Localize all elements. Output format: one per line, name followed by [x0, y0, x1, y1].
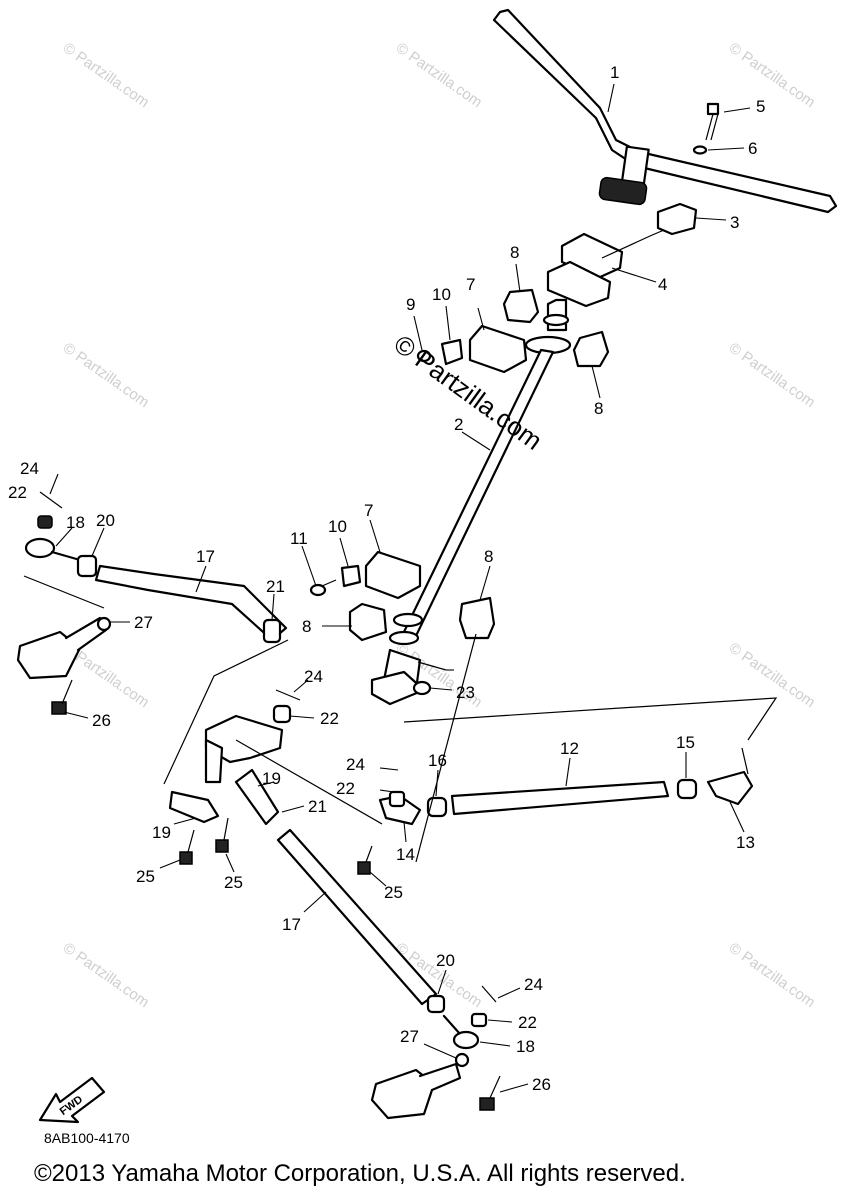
- callout: 27: [134, 613, 153, 632]
- callout: 18: [66, 513, 85, 532]
- callout: 10: [432, 285, 451, 304]
- callout: 12: [560, 739, 579, 758]
- handlebar-bolt: [705, 102, 720, 141]
- callout: 17: [282, 915, 301, 934]
- handlebar-holder: [656, 202, 698, 236]
- cotter-pin: [417, 661, 447, 671]
- callout: 8: [302, 617, 311, 636]
- callout-numbers: 1 2 3 4 5 6 7 7 8 8 8 8 9 10 10 11 12 13…: [8, 63, 765, 1094]
- callout: 14: [396, 845, 415, 864]
- leader-lines: [49, 83, 751, 1093]
- callout: 19: [262, 769, 281, 788]
- watermark-group: © Partzilla.com © Partzilla.com © Partzi…: [60, 39, 819, 1011]
- callout: 19: [152, 823, 171, 842]
- steering-column: [370, 298, 572, 706]
- callout: 22: [518, 1013, 537, 1032]
- washer: [692, 145, 708, 155]
- callout: 1: [610, 63, 619, 82]
- callout: 24: [304, 667, 323, 686]
- callout: 24: [20, 459, 39, 478]
- watermark: © Partzilla.com: [60, 39, 153, 111]
- knuckle-arm: [370, 1062, 462, 1120]
- callout: 11: [290, 529, 308, 548]
- rod-end: [168, 790, 220, 824]
- bushing: [502, 288, 540, 324]
- collar: [440, 338, 464, 366]
- callout: 25: [384, 883, 403, 902]
- watermark: © Partzilla.com: [393, 39, 486, 111]
- pitman-arm: [204, 689, 301, 784]
- callout: 13: [736, 833, 755, 852]
- knuckle-arm: [16, 616, 112, 680]
- watermark: © Partzilla.com: [726, 39, 819, 111]
- castle-nut: [412, 680, 432, 696]
- copyright-notice: ©2013 Yamaha Motor Corporation, U.S.A. A…: [34, 1160, 686, 1187]
- bolt: [179, 829, 195, 865]
- callout: 20: [436, 951, 455, 970]
- callout: 16: [428, 751, 447, 770]
- callout: 22: [8, 483, 27, 502]
- callout: 24: [524, 975, 543, 994]
- callout: 8: [510, 243, 519, 262]
- bushing: [572, 330, 610, 368]
- callout: 25: [136, 867, 155, 886]
- callout: 15: [676, 733, 695, 752]
- callout: 7: [364, 501, 373, 520]
- callout: 27: [400, 1027, 419, 1046]
- callout: 21: [266, 577, 285, 596]
- fwd-arrow-icon: FWD: [38, 1076, 106, 1124]
- left-tie-rod: [24, 491, 288, 644]
- bolt: [215, 817, 229, 853]
- callout: 5: [756, 97, 765, 116]
- callout: 24: [346, 755, 365, 774]
- watermark: © Partzilla.com: [60, 339, 153, 411]
- callout: 3: [730, 213, 739, 232]
- callout: 25: [224, 873, 243, 892]
- bolt: [51, 679, 73, 715]
- diagram-code: 8AB100-4170: [44, 1130, 130, 1146]
- callout: 18: [516, 1037, 535, 1056]
- column-clamp: [468, 324, 528, 374]
- callout: 26: [92, 711, 111, 730]
- bolt: [357, 845, 373, 875]
- callout: 4: [658, 275, 667, 294]
- callout: 8: [484, 547, 493, 566]
- nut: [416, 349, 432, 363]
- bolt: [309, 579, 337, 597]
- callout: 7: [466, 275, 475, 294]
- watermark: © Partzilla.com: [726, 939, 819, 1011]
- callout: 26: [532, 1075, 551, 1094]
- column-holder: [546, 232, 624, 308]
- callout: 17: [196, 547, 215, 566]
- callout: 23: [456, 683, 475, 702]
- callout: 20: [96, 511, 115, 530]
- bolt: [479, 1075, 501, 1111]
- right-tie-rod: [388, 747, 754, 818]
- rod-end: [234, 768, 280, 826]
- callout: 9: [406, 295, 415, 314]
- collar: [340, 564, 362, 588]
- handlebar: [492, 8, 838, 214]
- watermark: © Partzilla.com: [60, 939, 153, 1011]
- lower-tie-rod: [276, 828, 497, 1068]
- callout: 6: [748, 139, 757, 158]
- callout: 22: [320, 709, 339, 728]
- guide-lines: [23, 229, 778, 863]
- callout: 21: [308, 797, 327, 816]
- watermark: © Partzilla.com: [726, 339, 819, 411]
- bushing: [348, 602, 388, 642]
- callout: 8: [594, 399, 603, 418]
- callout: 10: [328, 517, 347, 536]
- bushing: [458, 596, 496, 640]
- callout: 22: [336, 779, 355, 798]
- callout: 2: [454, 415, 463, 434]
- column-clamp: [364, 550, 422, 600]
